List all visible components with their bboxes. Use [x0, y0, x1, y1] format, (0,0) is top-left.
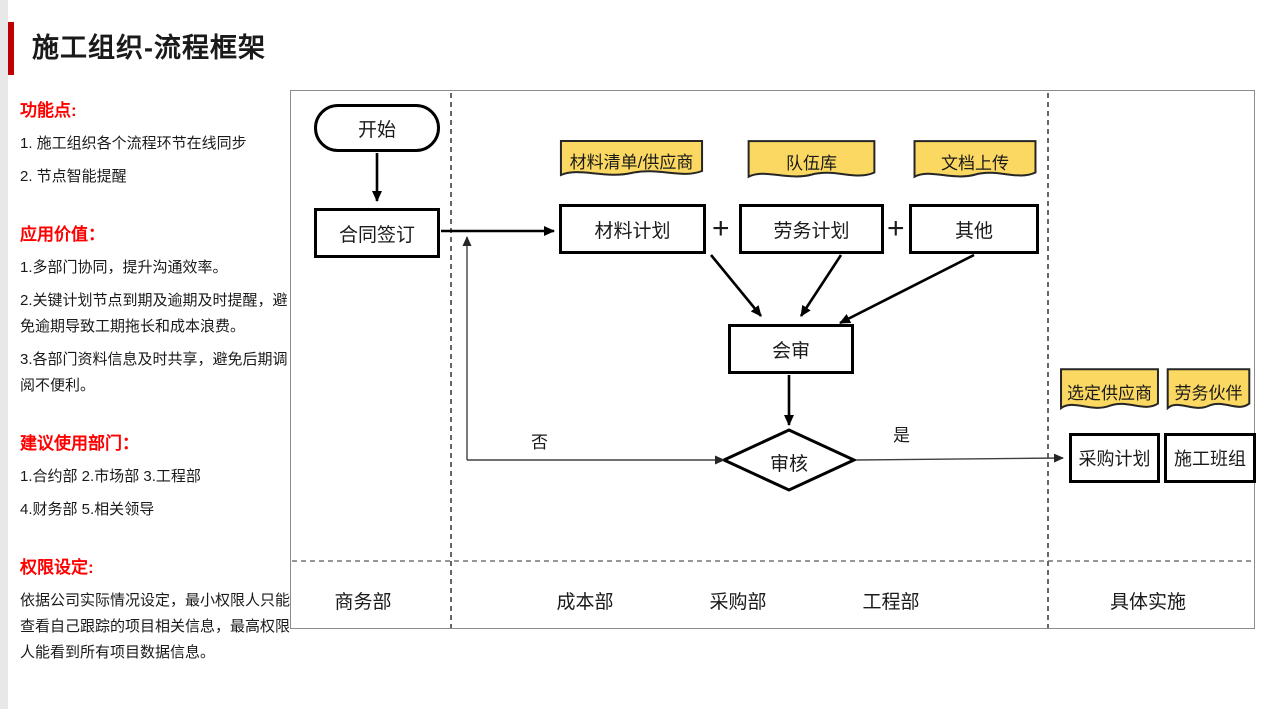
node-procurement-plan: 采购计划 [1069, 433, 1160, 483]
section-suggested-departments: 建议使用部门： 1.合约部 2.市场部 3.工程部 4.财务部 5.相关领导 [20, 429, 294, 523]
wave-note-shape [912, 139, 1038, 183]
node-label: 材料计划 [594, 220, 671, 242]
section-line: 2.关键计划节点到期及逾期及时提醒，避免逾期导致工期拖长和成本浪费。 [20, 292, 288, 335]
section-line: 1.合约部 2.市场部 3.工程部 [20, 468, 201, 485]
wave-note-shape [1059, 367, 1160, 415]
note-team-library: 队伍库 [746, 139, 877, 183]
review-diamond [720, 428, 858, 492]
section-permission-settings: 权限设定: 依据公司实际情况设定，最小权限人只能查看自己跟踪的项目相关信息，最高… [20, 553, 294, 666]
node-other: 其他 [909, 204, 1039, 254]
node-material-plan: 材料计划 [559, 204, 706, 254]
section-line: 1.多部门协同，提升沟通效率。 [20, 259, 228, 276]
edge-label-yes: 是 [893, 426, 910, 445]
section-line: 依据公司实际情况设定，最小权限人只能查看自己跟踪的项目相关信息，最高权限人能看到… [20, 592, 291, 661]
lane-engineering-dept: 工程部 [862, 592, 920, 613]
section-line: 2. 节点智能提醒 [20, 168, 127, 185]
page-title: 施工组织-流程框架 [32, 33, 266, 63]
lane-procurement-dept: 采购部 [709, 592, 767, 613]
section-heading: 应用价值： [20, 225, 105, 244]
note-label: 材料清单/供应商 [569, 152, 694, 172]
section-function-points: 功能点: 1. 施工组织各个流程环节在线同步 2. 节点智能提醒 [20, 96, 294, 190]
node-label: 会审 [771, 340, 810, 362]
node-labor-plan: 劳务计划 [739, 204, 884, 254]
node-joint-review: 会审 [728, 324, 854, 374]
note-selected-supplier: 选定供应商 [1059, 367, 1160, 415]
section-application-value: 应用价值： 1.多部门协同，提升沟通效率。 2.关键计划节点到期及逾期及时提醒，… [20, 220, 294, 399]
wave-note-shape [1166, 367, 1251, 415]
info-panel: 功能点: 1. 施工组织各个流程环节在线同步 2. 节点智能提醒 应用价值： 1… [20, 96, 294, 696]
node-label: 合同签订 [338, 224, 415, 246]
note-label: 选定供应商 [1067, 383, 1152, 403]
node-contract-signing: 合同签订 [314, 208, 440, 258]
note-label: 队伍库 [786, 153, 837, 173]
section-heading: 功能点: [20, 101, 77, 120]
section-heading: 建议使用部门： [20, 434, 139, 453]
node-label: 开始 [357, 119, 396, 141]
node-label: 施工班组 [1174, 449, 1246, 469]
node-start: 开始 [314, 104, 440, 152]
note-label: 劳务伙伴 [1174, 383, 1243, 403]
plus-sign: + [712, 212, 730, 245]
note-label: 文档上传 [941, 153, 1009, 173]
lane-business-dept: 商务部 [334, 592, 392, 613]
title-accent-bar [8, 22, 14, 75]
node-construction-team: 施工班组 [1164, 433, 1256, 483]
section-line: 1. 施工组织各个流程环节在线同步 [20, 135, 247, 152]
note-labor-partner: 劳务伙伴 [1166, 367, 1251, 415]
node-review: 审核 [769, 454, 808, 475]
plus-sign: + [887, 212, 905, 245]
node-label: 采购计划 [1078, 449, 1151, 469]
node-label: 劳务计划 [773, 220, 850, 242]
note-material-list-supplier: 材料清单/供应商 [558, 139, 705, 181]
node-label: 其他 [954, 220, 993, 242]
edge-label-no: 否 [531, 433, 548, 452]
section-heading: 权限设定: [20, 558, 94, 577]
section-line: 4.财务部 5.相关领导 [20, 501, 155, 518]
lane-cost-dept: 成本部 [556, 592, 614, 613]
lane-implementation: 具体实施 [1109, 592, 1187, 613]
section-line: 3.各部门资料信息及时共享，避免后期调阅不便利。 [20, 351, 288, 394]
window-edge-strip [0, 0, 8, 709]
note-doc-upload: 文档上传 [912, 139, 1038, 183]
wave-note-shape [558, 139, 705, 181]
flow-connectors [292, 93, 1255, 628]
wave-note-shape [746, 139, 877, 183]
flowchart-canvas: 开始 合同签订 材料计划 劳务计划 其他 会审 采购计划 施工班组 审核 + +… [290, 90, 1256, 629]
